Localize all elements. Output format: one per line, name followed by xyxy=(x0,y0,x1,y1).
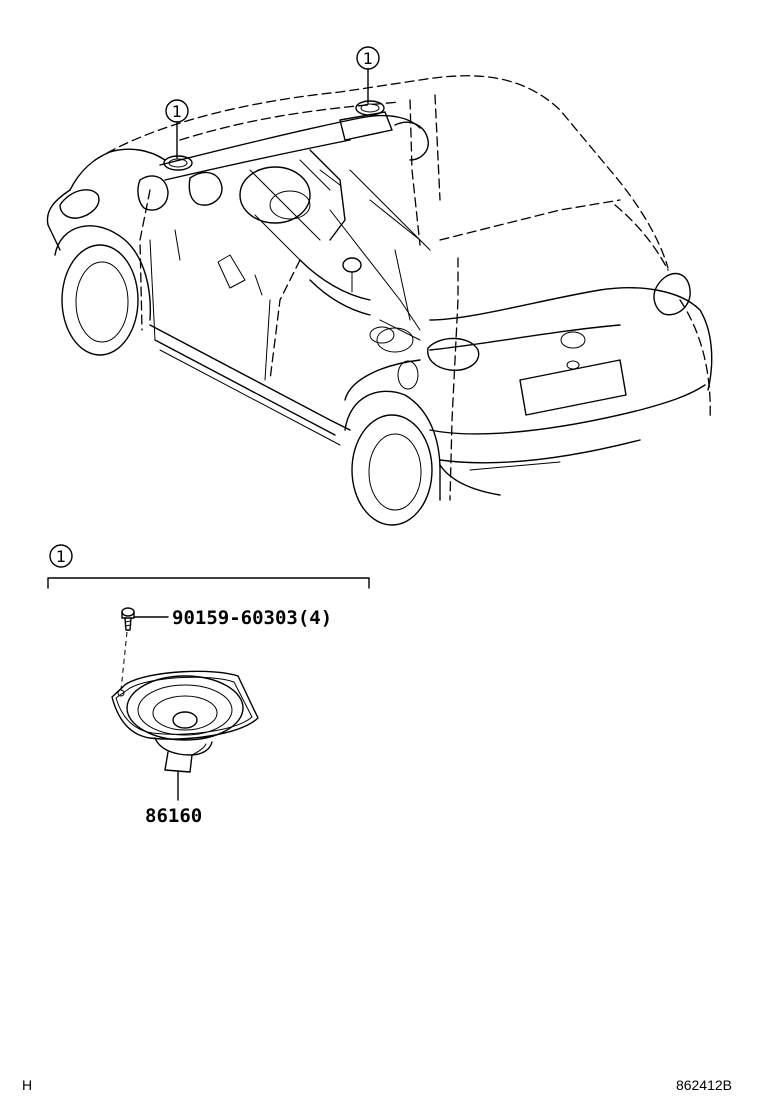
footer-left-code: H xyxy=(22,1077,32,1093)
section-bracket xyxy=(47,577,370,589)
callout-top-center: 1 xyxy=(356,46,380,104)
figure-code: 862412B xyxy=(676,1077,732,1093)
screw-illustration xyxy=(120,607,169,691)
svg-text:1: 1 xyxy=(363,49,373,68)
section-callout: 1 xyxy=(49,544,73,568)
callout-top-left: 1 xyxy=(165,99,189,159)
screw-part-number: 90159-60303(4) xyxy=(172,607,332,629)
svg-text:1: 1 xyxy=(56,547,66,566)
svg-text:1: 1 xyxy=(172,102,182,121)
speaker-illustration xyxy=(111,670,259,801)
car-illustration xyxy=(46,75,713,526)
speaker-part-number: 86160 xyxy=(145,805,202,827)
